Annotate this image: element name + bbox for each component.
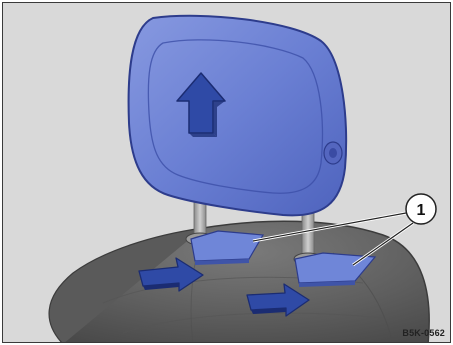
diagram-frame: 1 B5K-0562 <box>2 2 451 343</box>
figure-code: B5K-0562 <box>402 328 445 338</box>
callout-number: 1 <box>417 202 426 219</box>
headrest-diagram: 1 <box>3 3 451 343</box>
headrest <box>129 16 347 216</box>
callout-marker: 1 <box>406 194 436 224</box>
